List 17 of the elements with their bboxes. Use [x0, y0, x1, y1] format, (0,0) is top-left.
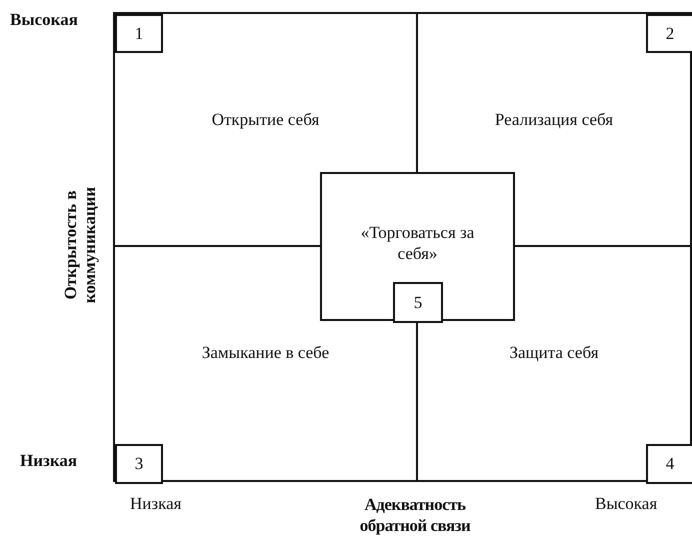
center-box [320, 172, 515, 321]
axis-level-label: Низкая [130, 494, 182, 514]
quadrant-label: Замыкание в себе [200, 342, 330, 363]
number-box: 1 [115, 14, 163, 53]
axis-level-label: Высокая [10, 10, 78, 30]
number-box: 4 [646, 444, 692, 484]
axis-title: Адекватность обратной связи [358, 494, 472, 536]
number-box: 2 [646, 14, 692, 53]
number-box: 5 [393, 282, 443, 323]
number-box: 3 [115, 444, 163, 484]
quadrant-label: Реализация себя [494, 109, 614, 130]
axis-title: Открытость в коммуникации [61, 186, 99, 306]
axis-level-label: Низкая [20, 451, 78, 471]
quadrant-label: Открытие себя [210, 109, 320, 130]
strategy-label: «Торговаться за себя» [360, 222, 476, 264]
axis-level-label: Высокая [595, 494, 658, 514]
quadrant-label: Защита себя [508, 342, 600, 363]
